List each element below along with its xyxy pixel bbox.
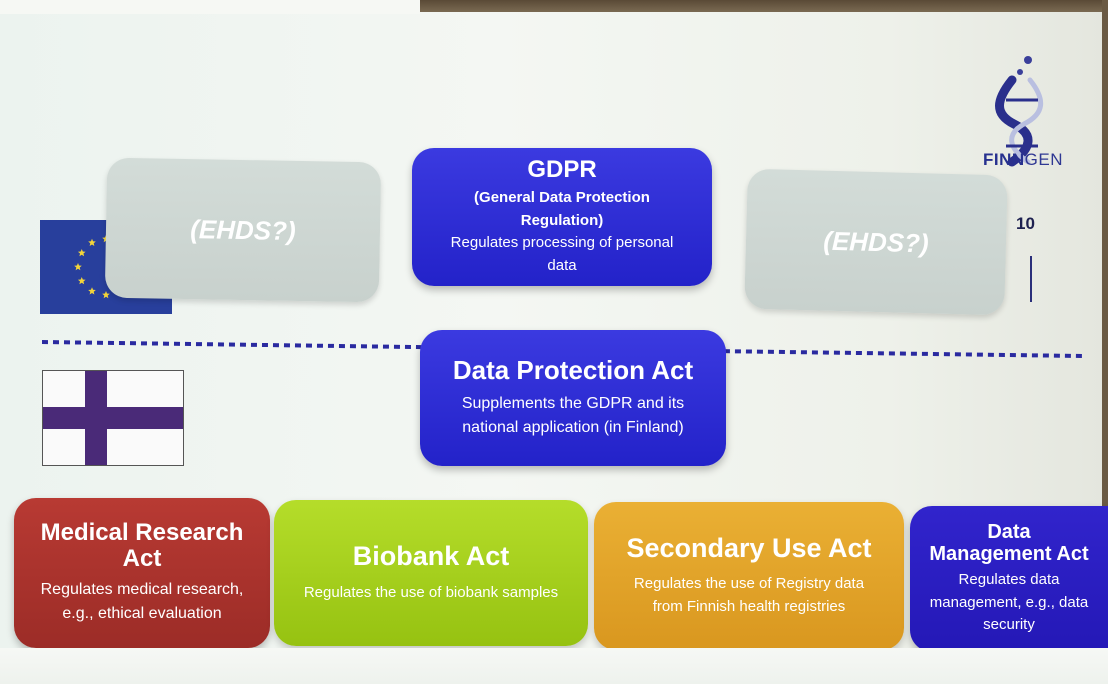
- data-management-act-box: Data Management Act Regulates data manag…: [910, 506, 1108, 652]
- ehds-left-box: (EHDS?): [104, 157, 382, 303]
- gdpr-desc-line1: Regulates processing of personal: [450, 234, 674, 252]
- biobank-act-title: Biobank Act: [352, 540, 510, 571]
- eu-star-icon: [88, 287, 96, 295]
- logo-dot-2: [1017, 69, 1023, 75]
- data-protection-act-desc-line2: national application (in Finland): [462, 419, 684, 437]
- slide-right-edge: [1102, 0, 1108, 684]
- gdpr-desc-line2: data: [547, 256, 577, 274]
- ehds-right-title: (EHDS?): [822, 225, 930, 259]
- medical-research-act-title-line1: Medical Research: [40, 518, 244, 546]
- data-management-act-desc-line1: Regulates data: [958, 571, 1060, 589]
- gdpr-subtitle-line2: Regulation): [520, 211, 604, 229]
- data-protection-act-box: Data Protection Act Supplements the GDPR…: [420, 330, 726, 466]
- eu-star-icon: [88, 238, 96, 246]
- secondary-use-act-desc-line1: Regulates the use of Registry data: [633, 575, 865, 593]
- biobank-act-box: Biobank Act Regulates the use of biobank…: [274, 500, 588, 646]
- medical-research-act-title-line2: Act: [122, 545, 162, 572]
- logo-text-gen: GEN: [1024, 150, 1063, 169]
- finngen-logo-text: FINNGEN: [968, 150, 1078, 170]
- secondary-use-act-box: Secondary Use Act Regulates the use of R…: [594, 502, 904, 650]
- gdpr-box: GDPR (General Data Protection Regulation…: [412, 148, 712, 286]
- secondary-use-act-desc-line2: from Finnish health registries: [652, 597, 846, 615]
- finland-flag-icon: [42, 370, 184, 466]
- page-number: 10: [1016, 214, 1035, 233]
- data-management-act-title-line2: Management Act: [929, 543, 1089, 566]
- data-protection-act-desc-line1: Supplements the GDPR and its: [461, 395, 685, 413]
- medical-research-act-box: Medical Research Act Regulates medical r…: [14, 498, 270, 648]
- logo-text-finn: FINN: [982, 150, 1025, 169]
- logo-dot-1: [1024, 56, 1032, 64]
- page-number-tick: [1030, 256, 1032, 302]
- data-management-act-desc-line3: security: [983, 616, 1035, 634]
- eu-star-icon: [102, 291, 110, 299]
- medical-research-act-desc-line2: e.g., ethical evaluation: [62, 605, 222, 623]
- finland-cross-icon: [43, 371, 183, 465]
- bottom-reflection: [0, 648, 1108, 684]
- finngen-dna-logo-icon: [995, 56, 1043, 167]
- slide-top-edge-highlight: [0, 0, 420, 14]
- logo-helix-strand-1: [995, 75, 1033, 167]
- data-management-act-desc-line2: management, e.g., data: [929, 593, 1089, 611]
- medical-research-act-desc-line1: Regulates medical research,: [40, 581, 244, 599]
- data-protection-act-title: Data Protection Act: [452, 354, 694, 385]
- secondary-use-act-title: Secondary Use Act: [626, 532, 872, 563]
- ehds-left-title: (EHDS?): [190, 213, 296, 246]
- eu-star-icon: [77, 277, 86, 285]
- gdpr-subtitle-line1: (General Data Protection: [474, 189, 650, 207]
- logo-helix-strand-2: [1009, 77, 1043, 165]
- gdpr-title: GDPR: [527, 155, 597, 183]
- ehds-right-box: (EHDS?): [744, 168, 1008, 316]
- data-management-act-title-line1: Data: [987, 521, 1031, 544]
- biobank-act-desc: Regulates the use of biobank samples: [303, 583, 559, 601]
- eu-star-icon: [77, 249, 86, 257]
- eu-star-icon: [74, 263, 82, 271]
